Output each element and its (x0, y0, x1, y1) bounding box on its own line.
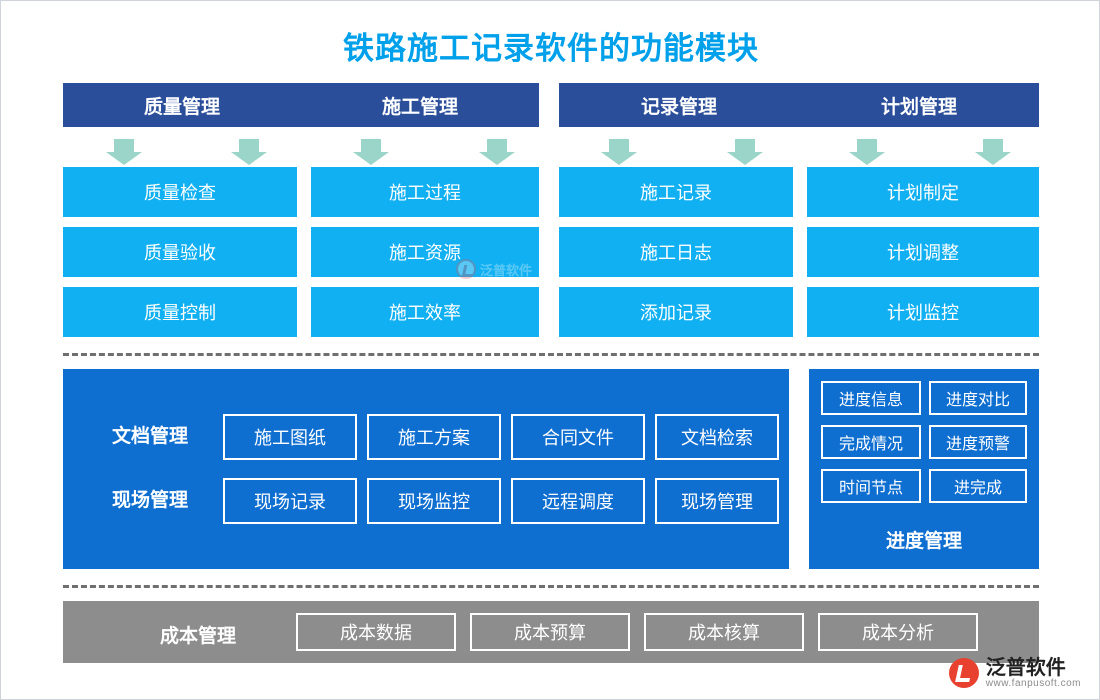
page-title: 铁路施工记录软件的功能模块 (343, 31, 759, 66)
arrow-down-6 (727, 139, 763, 165)
box-cost-budget[interactable]: 成本预算 (470, 613, 630, 651)
box-progress-complete[interactable]: 进完成 (929, 469, 1027, 503)
cell-construction-resource[interactable]: 施工资源 (311, 227, 539, 277)
brand-logo: 泛普软件 www.fanpusoft.com (948, 656, 1081, 690)
panel-label-document: 文档管理 (111, 426, 188, 447)
box-time-node[interactable]: 时间节点 (821, 469, 921, 503)
progress-panel: 进度信息 进度对比 完成情况 进度预警 时间节点 进完成 进度管理 (809, 369, 1039, 569)
arrow-down-1 (106, 139, 142, 165)
header-title-plan: 计划管理 (880, 96, 957, 118)
box-remote-dispatch[interactable]: 远程调度 (511, 478, 645, 524)
header-title-construction: 施工管理 (381, 96, 458, 118)
panel-label-site: 现场管理 (111, 490, 188, 511)
cell-construction-log[interactable]: 施工日志 (559, 227, 793, 277)
cell-quality-control[interactable]: 质量控制 (63, 287, 297, 337)
divider-2 (63, 585, 1039, 588)
cell-quality-inspection[interactable]: 质量检查 (63, 167, 297, 217)
arrow-down-2 (231, 139, 267, 165)
cell-add-record[interactable]: 添加记录 (559, 287, 793, 337)
box-site-monitor[interactable]: 现场监控 (367, 478, 501, 524)
panel-label-cost: 成本管理 (159, 626, 236, 647)
cell-plan-monitor[interactable]: 计划监控 (807, 287, 1039, 337)
cost-panel: 成本管理 成本数据 成本预算 成本核算 成本分析 (63, 601, 1039, 663)
cell-construction-efficiency[interactable]: 施工效率 (311, 287, 539, 337)
divider-1 (63, 353, 1039, 356)
box-site-management[interactable]: 现场管理 (655, 478, 779, 524)
progress-panel-title: 进度管理 (885, 530, 962, 552)
document-site-panel: 文档管理 现场管理 施工图纸 施工方案 合同文件 文档检索 现场记录 现场监控 … (63, 369, 789, 569)
header-bar-left: 质量管理 施工管理 (63, 83, 539, 127)
arrow-down-3 (353, 139, 389, 165)
header-title-record: 记录管理 (640, 96, 717, 118)
box-progress-alert[interactable]: 进度预警 (929, 425, 1027, 459)
arrow-down-4 (479, 139, 515, 165)
box-cost-accounting[interactable]: 成本核算 (644, 613, 804, 651)
box-site-record[interactable]: 现场记录 (223, 478, 357, 524)
box-contract-file[interactable]: 合同文件 (511, 414, 645, 460)
arrow-down-5 (601, 139, 637, 165)
cell-construction-record[interactable]: 施工记录 (559, 167, 793, 217)
cell-plan-adjust[interactable]: 计划调整 (807, 227, 1039, 277)
arrow-down-8 (975, 139, 1011, 165)
box-completion-status[interactable]: 完成情况 (821, 425, 921, 459)
box-construction-plan[interactable]: 施工方案 (367, 414, 501, 460)
cell-quality-acceptance[interactable]: 质量验收 (63, 227, 297, 277)
logo-name: 泛普软件 (985, 656, 1066, 679)
cell-construction-process[interactable]: 施工过程 (311, 167, 539, 217)
box-construction-drawings[interactable]: 施工图纸 (223, 414, 357, 460)
box-progress-info[interactable]: 进度信息 (821, 381, 921, 415)
header-title-quality: 质量管理 (143, 96, 220, 118)
box-cost-data[interactable]: 成本数据 (296, 613, 456, 651)
arrow-down-7 (849, 139, 885, 165)
box-progress-compare[interactable]: 进度对比 (929, 381, 1027, 415)
logo-url: www.fanpusoft.com (985, 677, 1081, 689)
box-cost-analysis[interactable]: 成本分析 (818, 613, 978, 651)
header-bar-right: 记录管理 计划管理 (559, 83, 1039, 127)
box-document-search[interactable]: 文档检索 (655, 414, 779, 460)
logo-check-icon (948, 658, 979, 689)
cell-plan-making[interactable]: 计划制定 (807, 167, 1039, 217)
